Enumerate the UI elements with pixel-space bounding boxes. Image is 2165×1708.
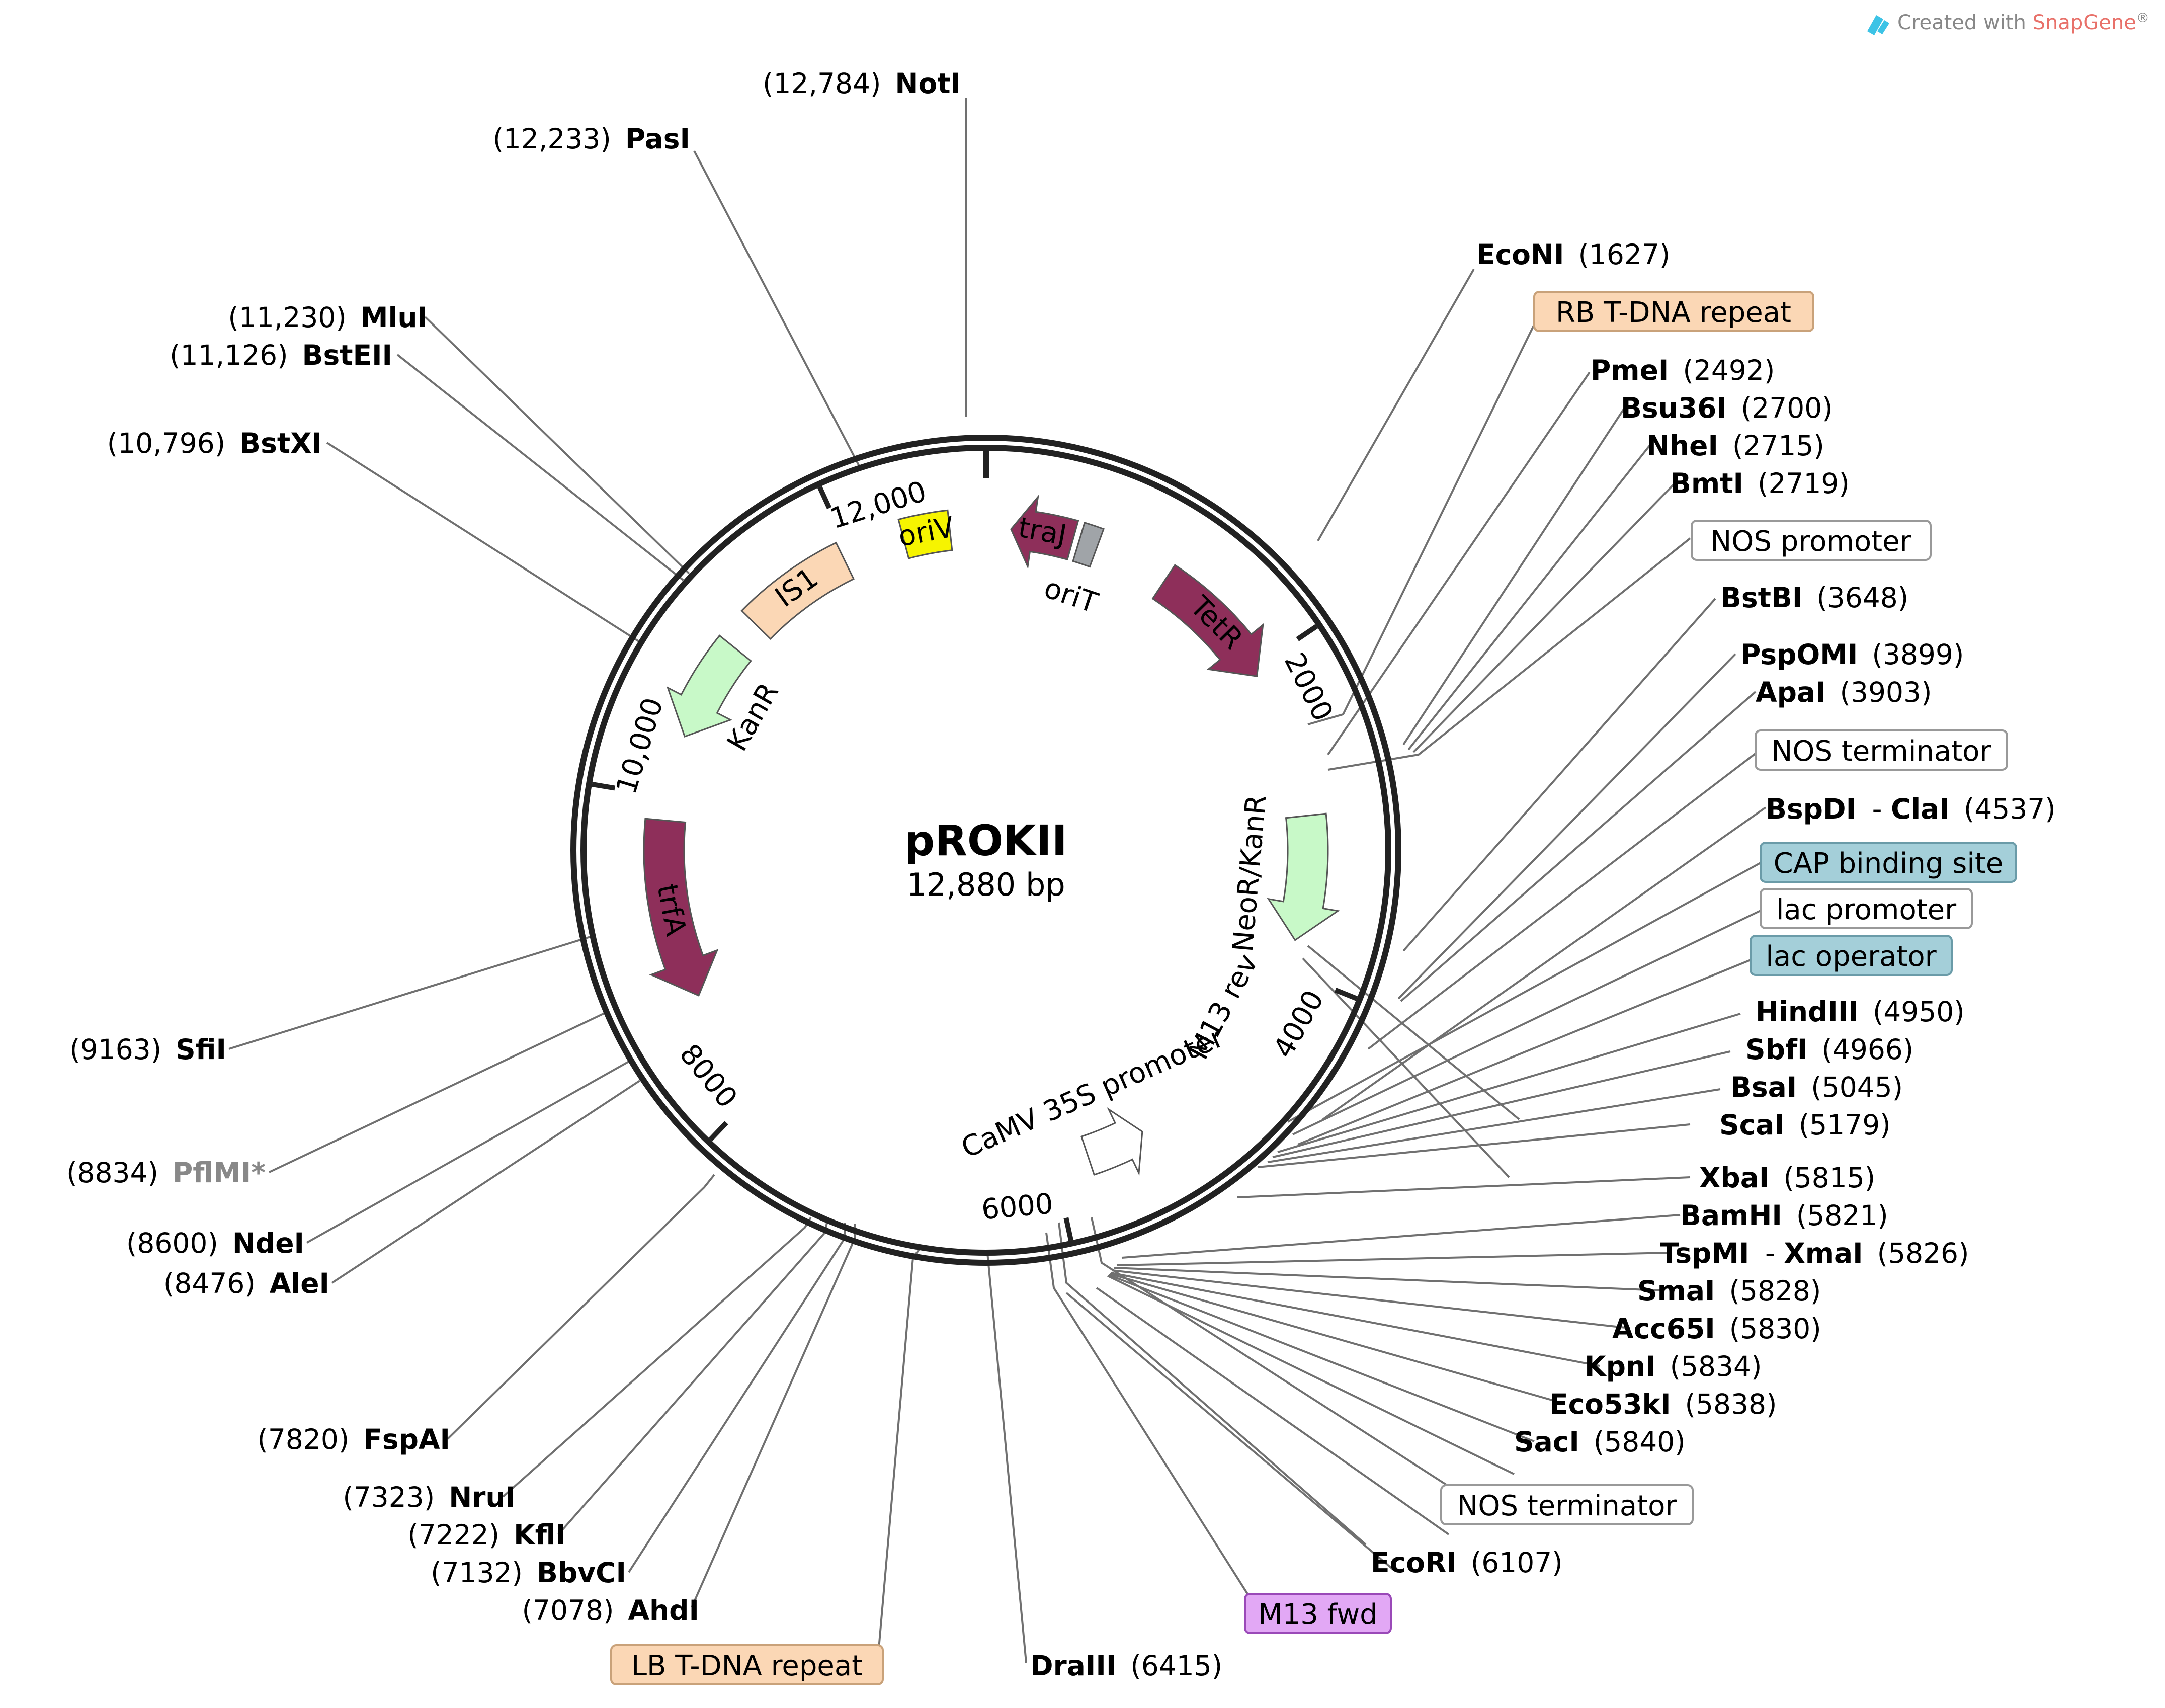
scale-tick-label: 10,000 bbox=[610, 694, 670, 798]
feature-traj: traJ bbox=[1010, 494, 1079, 570]
site-label: SmaI(5828) bbox=[1637, 1275, 1821, 1307]
boxed-feature-lac-promoter: lac promoter bbox=[1760, 888, 1973, 929]
feature-arc bbox=[1080, 1107, 1143, 1176]
feature-oriv: oriV bbox=[896, 509, 957, 559]
snapgene-credit: Created with SnapGene® bbox=[1867, 11, 2149, 35]
site-label: BstBI(3648) bbox=[1720, 582, 1908, 614]
site-label: BamHI(5821) bbox=[1680, 1199, 1888, 1232]
svg-text:NOS terminator: NOS terminator bbox=[1457, 1490, 1678, 1522]
site-label: BspDI - ClaI(4537) bbox=[1766, 793, 2056, 825]
site-label: SbfI(4966) bbox=[1745, 1033, 1913, 1066]
boxed-feature-cap-binding-site: CAP binding site bbox=[1760, 842, 2017, 883]
site-label: Eco53kI(5838) bbox=[1549, 1388, 1777, 1420]
feature-tetr: TetR bbox=[1151, 564, 1264, 677]
site-label: NheI(2715) bbox=[1646, 430, 1824, 462]
feature-arc bbox=[897, 509, 953, 559]
site-label: (12,233)PasI bbox=[492, 123, 690, 155]
site-label: PspOMI(3899) bbox=[1740, 638, 1964, 671]
svg-text:LB T-DNA repeat: LB T-DNA repeat bbox=[631, 1650, 863, 1682]
site-label: TspMI - XmaI(5826) bbox=[1660, 1237, 1969, 1269]
site-label: DraIII(6415) bbox=[1030, 1650, 1222, 1682]
scale-tick bbox=[1334, 988, 1358, 1001]
site-label: (7222)KflI bbox=[407, 1519, 566, 1551]
scale-tick bbox=[817, 485, 832, 509]
site-label: Bsu36I(2700) bbox=[1621, 392, 1833, 424]
boxed-feature-m13-fwd: M13 fwd bbox=[1244, 1593, 1392, 1634]
credit-suffix: ® bbox=[2136, 11, 2149, 26]
svg-text:NOS terminator: NOS terminator bbox=[1772, 735, 1992, 768]
site-label: XbaI(5815) bbox=[1699, 1162, 1875, 1194]
svg-text:lac operator: lac operator bbox=[1766, 940, 1937, 973]
svg-text:RB T-DNA repeat: RB T-DNA repeat bbox=[1556, 296, 1791, 329]
boxed-feature-lb-tdna: LB T-DNA repeat bbox=[610, 1644, 884, 1685]
feature-arc bbox=[666, 634, 752, 738]
scale-tick bbox=[592, 781, 616, 791]
feature-arc bbox=[643, 818, 719, 997]
site-label: (7323)NruI bbox=[343, 1481, 516, 1513]
site-label: (8476)AleI bbox=[163, 1267, 329, 1299]
site-label: BmtI(2719) bbox=[1670, 467, 1850, 500]
scale-tick-label: 8000 bbox=[673, 1038, 743, 1114]
feature-arc bbox=[740, 541, 855, 640]
site-label: (9163)SfiI bbox=[69, 1033, 226, 1066]
feature-trfa: trfA bbox=[643, 818, 719, 997]
scale-tick-label: 6000 bbox=[980, 1187, 1055, 1226]
site-label: EcoNI(1627) bbox=[1476, 238, 1670, 271]
plasmid-size: 12,880 bp bbox=[906, 866, 1065, 903]
boxed-feature-nos-terminator-1: NOS terminator bbox=[1755, 729, 2008, 771]
site-label: EcoRI(6107) bbox=[1371, 1547, 1563, 1579]
site-label: BsaI(5045) bbox=[1730, 1071, 1903, 1103]
site-labels-left: (12,784)NotI (12,233)PasI (11,230)MluI (… bbox=[66, 67, 961, 1626]
feature-arc bbox=[1072, 522, 1105, 568]
svg-text:M13 fwd: M13 fwd bbox=[1258, 1598, 1377, 1631]
scale-tick bbox=[708, 1121, 728, 1142]
feature-arc bbox=[1151, 564, 1264, 677]
feature-arc bbox=[1267, 812, 1340, 941]
boxed-feature-nos-promoter: NOS promoter bbox=[1691, 520, 1932, 561]
feature-is1: IS1 bbox=[740, 541, 855, 640]
credit-brand: SnapGene bbox=[2033, 11, 2136, 34]
feature-kanr: KanR bbox=[666, 634, 785, 757]
backbone-outer bbox=[570, 435, 1401, 1266]
site-label: HindIII(4950) bbox=[1756, 996, 1965, 1028]
site-label: (7820)FspAI bbox=[257, 1423, 450, 1455]
svg-text:lac promoter: lac promoter bbox=[1776, 893, 1957, 926]
site-label: Acc65I(5830) bbox=[1612, 1313, 1821, 1345]
scale-tick bbox=[1063, 1217, 1074, 1241]
site-label: (11,230)MluI bbox=[228, 301, 428, 334]
svg-text:CAP binding site: CAP binding site bbox=[1774, 847, 2004, 880]
boxed-feature-nos-terminator-2: NOS terminator bbox=[1440, 1484, 1694, 1525]
scale-tick bbox=[1296, 624, 1318, 641]
svg-text:Created with SnapGene®: Created with SnapGene® bbox=[1897, 11, 2149, 34]
site-label: (12,784)NotI bbox=[763, 67, 961, 100]
site-label: KpnI(5834) bbox=[1585, 1350, 1762, 1382]
site-label: (10,796)BstXI bbox=[107, 427, 322, 459]
site-label: SacI(5840) bbox=[1514, 1426, 1686, 1458]
scale-tick-label: 4000 bbox=[1267, 985, 1330, 1064]
site-label: (11,126)BstEII bbox=[170, 339, 392, 371]
feature-orit: oriT bbox=[1040, 522, 1105, 620]
site-label: ScaI(5179) bbox=[1719, 1109, 1891, 1141]
credit-prefix: Created with bbox=[1897, 11, 2033, 34]
site-label: PmeI(2492) bbox=[1591, 354, 1775, 386]
boxed-feature-lac-operator: lac operator bbox=[1750, 935, 1953, 976]
site-label: (8834)PflMI* bbox=[66, 1157, 266, 1189]
feature-label: NeoR/KanR bbox=[1227, 794, 1273, 953]
site-label: (7132)BbvCI bbox=[431, 1557, 626, 1589]
svg-text:NOS promoter: NOS promoter bbox=[1710, 525, 1911, 558]
site-label: ApaI(3903) bbox=[1756, 676, 1932, 708]
boxed-feature-rb-tdna: RB T-DNA repeat bbox=[1533, 291, 1814, 332]
site-label: (7078)AhdI bbox=[522, 1594, 699, 1626]
site-label: (8600)NdeI bbox=[126, 1227, 304, 1259]
plasmid-name: pROKII bbox=[904, 816, 1067, 865]
feature-label: oriT bbox=[1040, 572, 1102, 620]
feature-arc bbox=[1010, 494, 1079, 570]
scale-tick-label: 2000 bbox=[1278, 647, 1339, 726]
site-labels-right: EcoNI(1627) PmeI(2492) Bsu36I(2700) NheI… bbox=[1030, 238, 2056, 1682]
feature-neor-kanr: NeoR/KanR bbox=[1227, 794, 1340, 953]
snapgene-logo-icon bbox=[1867, 15, 1889, 35]
